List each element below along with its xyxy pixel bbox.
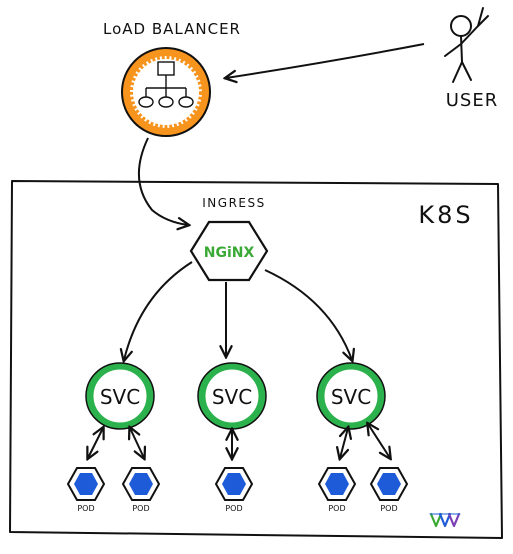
cluster-label: K8S	[418, 201, 473, 229]
user-to-load-balancer-arrow	[226, 43, 425, 78]
ingress-label: INGRESS	[202, 196, 265, 210]
ingress-to-svc-left-arrow	[124, 261, 193, 360]
svc-node-left: SVC	[85, 362, 155, 430]
pod-node-4: POD	[317, 467, 357, 513]
svc-pod-link-4	[340, 428, 348, 458]
pod-label-2: POD	[132, 504, 149, 513]
svc-label-right: SVC	[331, 385, 371, 409]
network-tree-icon	[138, 61, 194, 108]
pod-node-1: POD	[66, 467, 106, 513]
svc-pod-link-2	[130, 428, 144, 458]
pod-label-3: POD	[225, 504, 242, 513]
k8s-cluster-boundary	[9, 180, 503, 539]
load-balancer-label: LoAD BALANCER	[103, 20, 241, 38]
svc-node-middle: SVC	[197, 362, 267, 430]
pod-node-2: POD	[121, 467, 161, 513]
stick-figure-icon	[444, 7, 489, 83]
svc-label-left: SVC	[100, 385, 140, 409]
load-balancer-node	[121, 47, 211, 137]
pod-node-5: POD	[369, 467, 409, 513]
svc-label-middle: SVC	[212, 385, 252, 409]
nginx-label: NGiNX	[204, 245, 255, 261]
pod-label-4: POD	[328, 504, 345, 513]
svc-node-right: SVC	[316, 362, 386, 430]
zigzag-logo	[429, 512, 461, 528]
user-label: USER	[446, 90, 498, 111]
svc-pod-link-1	[88, 428, 103, 458]
load-balancer-to-ingress-arrow	[137, 137, 188, 225]
pod-label-1: POD	[77, 504, 94, 513]
ingress-to-svc-right-arrow	[264, 269, 352, 360]
pod-node-3: POD	[214, 467, 254, 513]
pod-label-5: POD	[380, 504, 397, 513]
ingress-nginx-node: NGiNX	[189, 220, 269, 282]
svc-pod-link-5	[368, 424, 390, 458]
